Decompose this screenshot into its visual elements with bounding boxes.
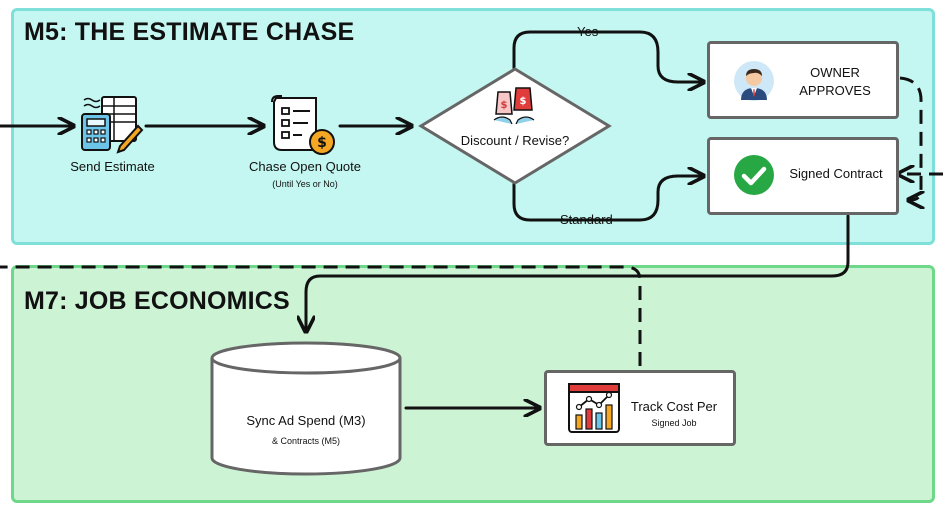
check-circle-icon <box>733 154 775 196</box>
price-tags-hands-icon: $ $ <box>492 84 536 126</box>
svg-text:$: $ <box>520 96 527 107</box>
section-m7-title: M7: JOB ECONOMICS <box>24 287 290 315</box>
section-m5-title: M5: THE ESTIMATE CHASE <box>24 18 355 46</box>
svg-text:$: $ <box>317 135 327 151</box>
edge-standard <box>512 176 702 222</box>
calculator-spreadsheet-icon <box>78 92 144 154</box>
edge-label-standard: Standard <box>560 212 613 227</box>
section-m7 <box>11 265 935 503</box>
edge-feedback-dashed <box>0 265 642 366</box>
sync-ad-spend-sublabel: & Contracts (M5) <box>271 436 340 446</box>
sync-ad-spend-label: Sync Ad Spend (M3) <box>246 413 366 428</box>
track-cost-sublabel: Signed Job <box>651 418 697 428</box>
owner-approves-label-1: OWNER <box>810 65 860 80</box>
chase-quote-label: Chase Open Quote <box>248 159 362 174</box>
track-cost-label: Track Cost Per <box>630 399 718 414</box>
chase-quote-sublabel: (Until Yes or No) <box>272 179 338 189</box>
businessman-avatar-icon <box>733 60 775 102</box>
svg-text:$: $ <box>501 100 508 111</box>
signed-contract-label: Signed Contract <box>789 166 883 181</box>
edge-yes <box>512 30 702 82</box>
analytics-chart-icon <box>566 381 622 435</box>
database-cylinder <box>208 340 404 478</box>
send-estimate-label: Send Estimate <box>70 159 155 174</box>
decision-diamond <box>418 66 612 186</box>
decision-label: Discount / Revise? <box>460 133 570 148</box>
edge-label-yes: Yes <box>577 24 599 39</box>
quote-document-coin-icon: $ <box>268 92 338 158</box>
edge-owner-dashed <box>899 76 921 200</box>
edge-contract-to-sync <box>306 214 850 330</box>
owner-approves-label-2: APPROVES <box>799 83 871 98</box>
